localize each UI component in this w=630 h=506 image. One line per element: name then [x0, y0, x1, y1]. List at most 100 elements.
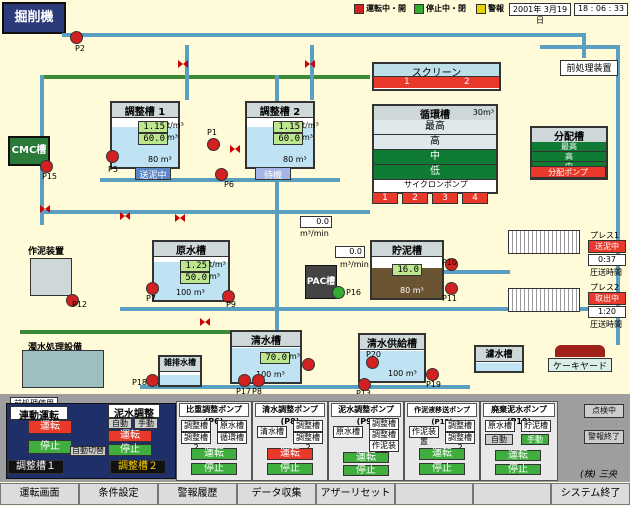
adjust-tank-1-level: 1.15 — [138, 121, 168, 133]
mode-run-button[interactable]: 運転 — [28, 420, 72, 434]
ctl-group-5-manual-button[interactable]: 手動 — [521, 434, 549, 445]
filter-press-1[interactable] — [508, 230, 580, 254]
pump-p11-icon[interactable] — [445, 282, 458, 295]
fkey-empty-2[interactable] — [473, 483, 551, 505]
valve-v6-icon[interactable] — [200, 318, 210, 326]
cyclone-pump-label: サイクロンポンプ — [404, 180, 468, 189]
pipe-top-right2 — [540, 45, 620, 49]
circulation-tank[interactable]: 循環槽 30m³ 最高 高 中 低 サイクロンポンプ — [372, 104, 498, 194]
cyclone-pump-2[interactable]: 2 — [402, 192, 428, 204]
adjust-tank-1-capacity: 80 m³ — [148, 155, 172, 164]
ctl-group-3-stop-button[interactable]: 停止 — [343, 465, 389, 476]
fkey-other-reset[interactable]: アザーリセット — [316, 483, 395, 505]
ctl-group-4-run-button[interactable]: 運転 — [419, 448, 465, 460]
pump-p2-icon[interactable] — [70, 31, 83, 44]
alarm-end-button[interactable]: 警報終了 — [584, 430, 624, 444]
screen-unit[interactable]: スクリーン 1 2 — [372, 62, 501, 91]
ctl-group-2-stop-button[interactable]: 停止 — [267, 463, 313, 475]
ctl-group-1-run-button[interactable]: 運転 — [191, 448, 237, 460]
pump-p1-icon[interactable] — [207, 138, 220, 151]
filter-press-2[interactable] — [508, 288, 580, 312]
mud-maker[interactable] — [30, 258, 72, 296]
pump-p8-icon[interactable] — [252, 374, 265, 387]
adjust-tank-1-title: 調整槽 1 — [112, 103, 178, 118]
pump-p17-icon[interactable] — [146, 374, 159, 387]
ctl-group-mud-transfer: 作泥液移送ポンプ (P13) 作泥装置 調整槽1 調整槽2 運転 停止 — [404, 401, 480, 481]
valve-v1-icon[interactable] — [178, 60, 188, 68]
pump-p14-icon[interactable] — [40, 160, 53, 173]
distribution-tank-title: 分配槽 — [532, 128, 606, 143]
mud-adjust-manual-button[interactable]: 手動 — [134, 418, 158, 429]
legend-stopped-label: 停止中・閉 — [426, 4, 466, 13]
inspection-button[interactable]: 点検中 — [584, 404, 624, 418]
turbid-water-unit[interactable] — [22, 350, 104, 388]
pump-p18-icon[interactable] — [426, 368, 439, 381]
mud-adjust-auto-button[interactable]: 自動 — [108, 418, 132, 429]
tank-1-select[interactable]: 調整槽１ — [8, 460, 64, 474]
pump-p7-icon[interactable] — [146, 282, 159, 295]
ctl-group-4-stop-button[interactable]: 停止 — [419, 463, 465, 475]
ctl-group-2-run-button[interactable]: 運転 — [267, 448, 313, 460]
raw-water-capacity: 100 m³ — [176, 288, 205, 297]
raw-water-tank[interactable]: 原水槽 1.25 t/m³ 50.0 m³ 100 m³ — [152, 240, 230, 302]
mud-adjust-stop-button[interactable]: 停止 — [108, 444, 152, 456]
ctl-group-1-stop-button[interactable]: 停止 — [191, 463, 237, 475]
ctl-group-3-run-button[interactable]: 運転 — [343, 452, 389, 463]
valve-v4-icon[interactable] — [120, 212, 130, 220]
cyclone-pump-3[interactable]: 3 — [432, 192, 458, 204]
filtrate-tank[interactable]: 濾水槽 — [474, 345, 524, 373]
pipe-bottom-green — [20, 330, 230, 334]
time-display: 18 : 06 : 33 — [574, 3, 628, 16]
ctl-group-1-src-b: 調整槽2 — [181, 432, 211, 452]
ctl-group-5-run-button[interactable]: 運転 — [495, 450, 541, 461]
ctl-group-5-src-a: 原水槽 — [485, 420, 515, 432]
tank-2-select[interactable]: 調整槽２ — [110, 460, 166, 474]
machine-title: 掘削機 — [2, 2, 66, 34]
pump-p2-label: P2 — [75, 44, 85, 53]
pump-p5a-icon[interactable] — [106, 150, 119, 163]
fkey-condition-settings[interactable]: 条件設定 — [79, 483, 158, 505]
pac-tank[interactable]: PAC槽 — [305, 265, 337, 299]
mud-maker-label: 作泥装置 — [28, 247, 65, 257]
pump-p13-icon[interactable] — [66, 294, 79, 307]
valve-v3-icon[interactable] — [230, 145, 240, 153]
adjust-tank-1[interactable]: 調整槽 1 1.15 t/m³ 60.0 m³ 80 m³ — [110, 101, 184, 169]
mud-adjust-run-button[interactable]: 運転 — [108, 430, 152, 442]
adjust-tank-1-status: 送泥中 — [135, 167, 171, 181]
cake-yard[interactable]: ケーキヤード — [548, 358, 612, 372]
cyclone-pump-1[interactable]: 1 — [372, 192, 398, 204]
cyclone-pump-4[interactable]: 4 — [462, 192, 488, 204]
valve-v5-icon[interactable] — [175, 214, 185, 222]
raw-water-level: 1.25 — [180, 260, 210, 272]
pump-p19-icon[interactable] — [366, 356, 379, 369]
pump-p16-icon[interactable] — [238, 374, 251, 387]
ctl-group-5-stop-button[interactable]: 停止 — [495, 464, 541, 475]
pump-p12-icon[interactable] — [358, 378, 371, 391]
sludge-tank[interactable]: 貯泥槽 16.0 80 m³ — [370, 240, 444, 300]
fkey-data-collection[interactable]: データ収集 — [237, 483, 316, 505]
auto-switch-button[interactable]: 自動切替 — [70, 446, 106, 456]
pump-p6-label: P6 — [224, 180, 234, 189]
pump-p6-icon[interactable] — [215, 168, 228, 181]
adjust-tank-2[interactable]: 調整槽 2 1.15 t/m³ 60.0 m³ 80 m³ — [245, 101, 319, 169]
pump-p21-icon[interactable] — [302, 358, 315, 371]
valve-v2-icon[interactable] — [305, 60, 315, 68]
fkey-alarm-history[interactable]: 警報履歴 — [158, 483, 237, 505]
pump-p15-icon[interactable] — [332, 286, 345, 299]
valve-v7-icon[interactable] — [40, 205, 50, 213]
ctl-group-1-src-a: 調整槽1 — [181, 420, 211, 440]
pump-p10-icon[interactable] — [445, 258, 458, 271]
pump-p9-icon[interactable] — [222, 290, 235, 303]
fkey-empty-1[interactable] — [395, 483, 473, 505]
ctl-group-3-dst-e: 作泥装置 — [369, 440, 399, 460]
drain-tank[interactable]: 雑排水槽 — [158, 355, 202, 387]
circulation-level-low: 低 — [374, 165, 496, 180]
fkey-system-exit[interactable]: システム終了 — [551, 483, 630, 505]
mode-stop-button[interactable]: 停止 — [28, 440, 72, 454]
fkey-operation-screen[interactable]: 運転画面 — [0, 483, 79, 505]
distribution-pump-bar[interactable]: 分配ポンプ — [530, 166, 606, 178]
ctl-group-4-dst-d: 調整槽2 — [445, 432, 475, 452]
pretreatment-unit[interactable]: 前処理装置 — [560, 60, 618, 76]
mud-adjust-label: 泥水調整 — [108, 404, 160, 420]
ctl-group-5-auto-button[interactable]: 自動 — [485, 434, 513, 445]
